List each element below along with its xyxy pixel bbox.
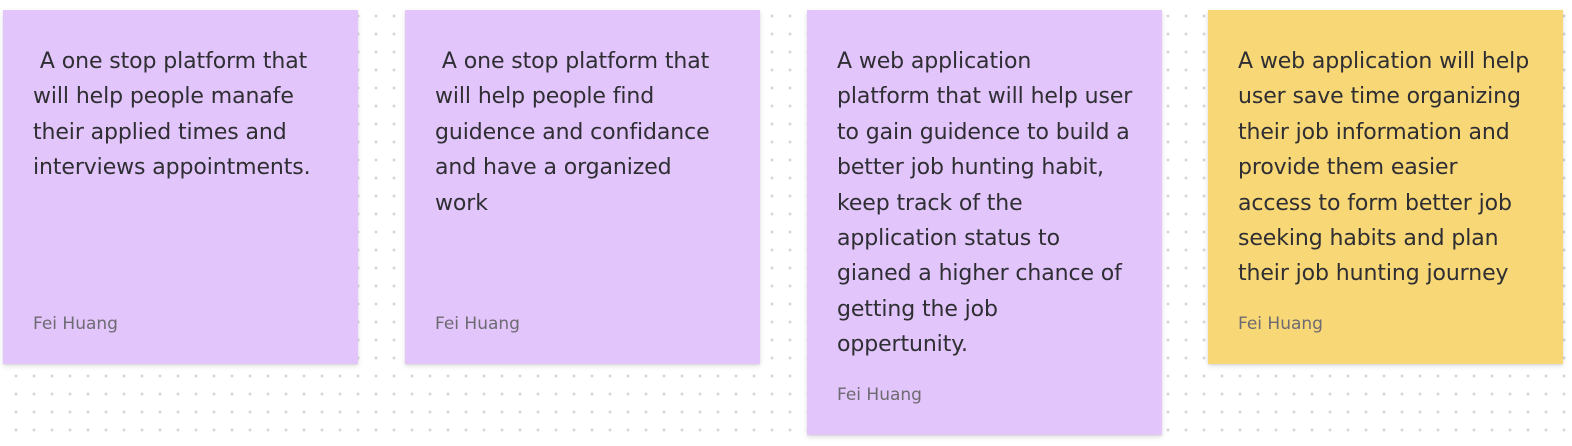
sticky-note-text[interactable]: A web application will help user save ti… [1238,49,1530,287]
sticky-note[interactable]: A web application platform that will hel… [807,10,1162,435]
sticky-note-author: Fei Huang [1238,314,1323,334]
sticky-note[interactable]: A one stop platform that will help peopl… [3,10,358,364]
sticky-note-text[interactable]: A one stop platform that will help peopl… [33,49,311,181]
sticky-note-text[interactable]: A one stop platform that will help peopl… [435,49,710,216]
sticky-note-text[interactable]: A web application platform that will hel… [837,49,1133,358]
sticky-note-author: Fei Huang [435,314,520,334]
sticky-note[interactable]: A one stop platform that will help peopl… [405,10,760,364]
sticky-note-author: Fei Huang [33,314,118,334]
sticky-note-author: Fei Huang [837,385,922,405]
sticky-note[interactable]: A web application will help user save ti… [1208,10,1563,364]
